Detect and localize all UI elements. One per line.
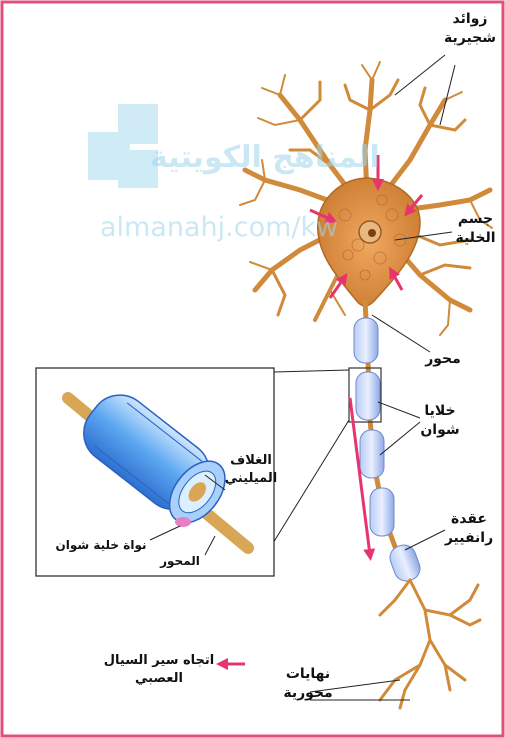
label-ranvier-node: عقدة رانفيير — [440, 510, 498, 548]
watermark-latin: almanahj.com/kw — [100, 212, 338, 243]
label-dendrites: زوائد شجيرية — [440, 10, 500, 48]
label-inset-axon: المحور — [150, 553, 210, 569]
watermark-arabic: المناهج الكويتية — [150, 140, 380, 175]
label-myelin-sheath: الغلاف الميليني — [222, 452, 280, 487]
legend-label: اتجاه سير السيال العصبي — [100, 652, 218, 687]
label-schwann-cells: خلايا شوان — [415, 402, 465, 440]
schwann-nucleus-mark — [175, 517, 191, 527]
label-schwann-nucleus: نواة خلية شوان — [46, 537, 156, 553]
label-axon: محور — [418, 350, 468, 369]
label-cell-body: جسم الخلية — [448, 210, 503, 248]
label-axon-terminals: نهايات محورية — [278, 665, 338, 703]
